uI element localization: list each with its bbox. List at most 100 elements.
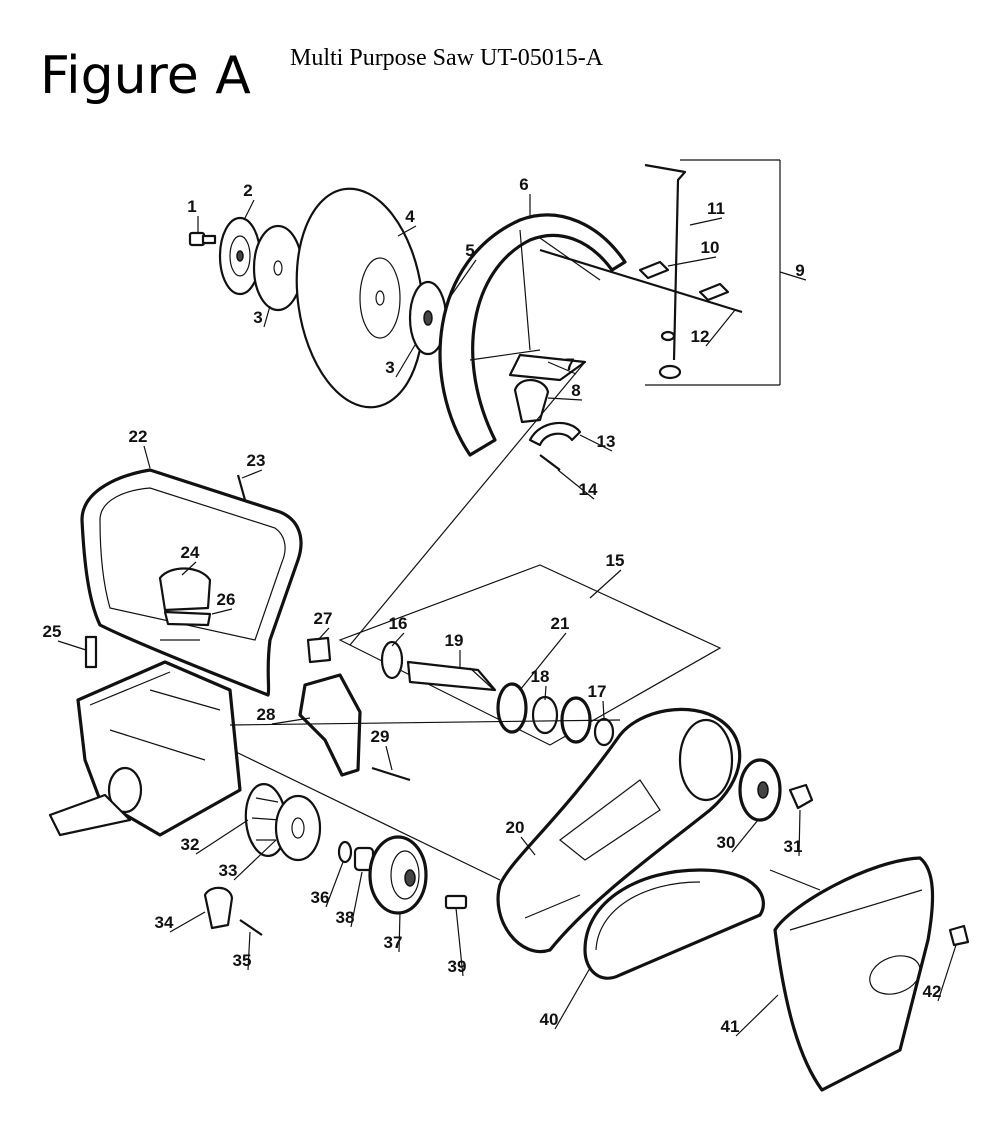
screw-part-23 [236,474,247,501]
screw-part-29 [371,766,411,782]
callout-leader-3 [395,344,416,378]
callout-number-17: 17 [588,682,607,701]
callout-42: 42 [923,944,957,1002]
callout-35: 35 [233,931,251,971]
callout-number-24: 24 [181,543,200,562]
clamp-part-13 [528,421,582,447]
callout-leader-14 [557,469,595,500]
callout-leader-30 [731,819,759,853]
callout-2: 2 [243,181,255,221]
callout-leader-10 [667,256,717,267]
callout-20: 20 [506,818,536,856]
callout-34: 34 [155,911,206,933]
callout-leader-18 [544,685,547,701]
callout-32: 32 [181,819,249,855]
callout-number-25: 25 [43,622,62,641]
callout-number-36: 36 [311,888,330,907]
callout-25: 25 [43,622,87,651]
handle-bracket-part-26 [163,610,212,627]
callout-30: 30 [717,819,759,853]
figure-label: Figure A [40,46,251,106]
callout-36: 36 [311,861,344,908]
callout-number-2: 2 [243,181,252,200]
callout-leader-33 [233,839,277,881]
callout-40: 40 [540,967,591,1030]
bracket-part-8 [513,379,550,424]
callout-number-9: 9 [795,261,804,280]
diagram-subtitle: Multi Purpose Saw UT-05015-A [290,45,604,71]
callout-number-4: 4 [405,207,415,226]
callout-leader-31 [798,809,801,857]
callout-leader-28 [271,717,311,725]
callout-leader-35 [247,931,251,971]
callout-4: 4 [397,207,417,237]
callout-leader-3 [263,305,271,328]
callout-number-21: 21 [551,614,570,633]
callout-leader-12 [705,309,736,347]
callout-leader-15 [589,569,622,599]
callout-41: 41 [721,994,779,1037]
callout-21: 21 [519,614,570,691]
callout-number-30: 30 [717,833,736,852]
callout-number-37: 37 [384,933,403,952]
callout-39: 39 [448,907,467,977]
callout-number-1: 1 [187,197,196,216]
callout-leader-2 [243,199,255,221]
cutter-arm-part-20 [496,707,742,954]
callout-22: 22 [129,427,151,469]
callout-10: 10 [667,238,719,267]
callout-3: 3 [253,305,271,328]
callout-number-7: 7 [565,355,574,374]
callout-leader-32 [195,819,249,855]
callout-number-38: 38 [336,908,355,927]
nut-part-17 [593,717,615,747]
callout-13: 13 [579,432,615,452]
callout-leader-23 [241,469,263,479]
callout-number-39: 39 [448,957,467,976]
callout-8: 8 [547,381,583,401]
callout-19: 19 [445,631,463,668]
bearing-part-21-left [496,682,528,734]
callout-leader-34 [169,911,206,933]
callout-leader-40 [554,967,591,1030]
screw-part-14 [539,454,561,471]
callout-number-6: 6 [519,175,528,194]
callout-number-26: 26 [217,590,236,609]
callout-29: 29 [371,727,393,771]
retainer-part-10 [638,260,730,302]
callout-28: 28 [257,705,311,725]
callout-number-29: 29 [371,727,390,746]
assembly-leader-lines [160,361,821,891]
pulley-part-37 [368,835,428,915]
bolt-part-25 [84,635,98,669]
callout-1: 1 [187,197,199,232]
callout-33: 33 [219,839,277,881]
callout-number-18: 18 [531,667,550,686]
bolt-part-1 [188,231,217,247]
clutch-drum-part-33 [274,794,322,862]
callout-number-27: 27 [314,609,333,628]
callout-leader-39 [455,907,464,977]
callout-leader-20 [520,836,536,856]
guard-rod-assembly-part-9 [644,159,781,386]
callout-number-41: 41 [721,1017,740,1036]
callout-12: 12 [691,309,736,347]
callout-3: 3 [385,344,416,378]
handle-clamp-part-24 [158,567,212,612]
callout-number-11: 11 [707,199,725,218]
arbor-shaft-part-19 [406,660,497,692]
pin-part-12 [539,248,743,314]
washer-part-3-right [408,280,448,356]
callout-number-12: 12 [691,327,710,346]
callout-24: 24 [181,543,200,576]
callout-leader-26 [211,608,233,615]
callout-23: 23 [241,451,265,479]
callout-leader-29 [385,745,393,771]
callout-leader-42 [937,944,957,1002]
callout-15: 15 [589,551,625,599]
nut-part-42 [948,924,970,947]
callout-5: 5 [447,241,477,301]
callout-leader-16 [391,632,405,647]
callout-number-15: 15 [606,551,625,570]
